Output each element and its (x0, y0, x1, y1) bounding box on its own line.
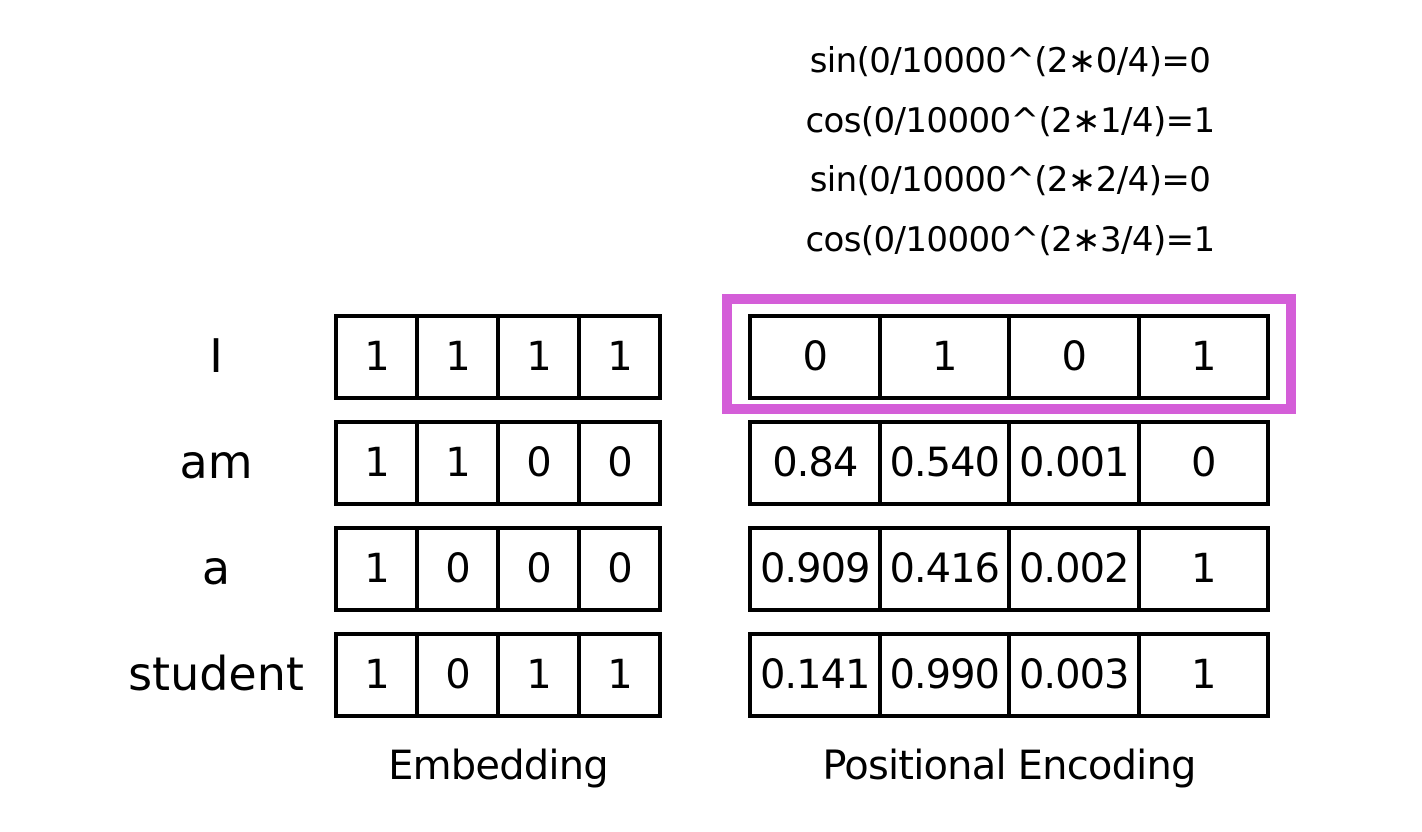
positional-encoding-vector: 0.141 0.990 0.003 1 (748, 632, 1270, 718)
positional-cell: 0.990 (882, 636, 1011, 714)
embedding-cell: 1 (500, 636, 581, 714)
positional-encoding-caption: Positional Encoding (822, 743, 1196, 789)
embedding-vector: 1 0 1 1 (334, 632, 662, 718)
embedding-cell: 0 (419, 530, 500, 608)
positional-cell: 0.909 (752, 530, 882, 608)
positional-cell: 0.001 (1011, 424, 1141, 502)
positional-cell: 0.003 (1011, 636, 1141, 714)
embedding-vector: 1 1 0 0 (334, 420, 662, 506)
embedding-cell: 0 (500, 424, 581, 502)
embedding-cell: 0 (607, 440, 632, 486)
positional-cell: 0.002 (1011, 530, 1141, 608)
embedding-cell: 1 (338, 636, 419, 714)
embedding-cell: 1 (607, 652, 632, 698)
embedding-cell: 0 (607, 546, 632, 592)
positional-cell: 0.141 (752, 636, 882, 714)
embedding-cell: 1 (607, 334, 632, 380)
formula-cos-dim1: cos(0/10000^(2∗1/4)=1 (805, 101, 1215, 141)
positional-cell: 0.540 (882, 424, 1011, 502)
embedding-vector: 1 0 0 0 (334, 526, 662, 612)
positional-cell: 1 (1191, 546, 1216, 592)
embedding-cell: 0 (419, 636, 500, 714)
formula-sin-dim2: sin(0/10000^(2∗2/4)=0 (809, 160, 1211, 200)
embedding-cell: 1 (419, 318, 500, 396)
positional-encoding-vector: 0.909 0.416 0.002 1 (748, 526, 1270, 612)
embedding-cell: 1 (500, 318, 581, 396)
positional-cell: 1 (1191, 652, 1216, 698)
positional-cell: 0 (1011, 318, 1141, 396)
embedding-cell: 1 (338, 424, 419, 502)
positional-cell: 1 (882, 318, 1011, 396)
embedding-cell: 1 (338, 530, 419, 608)
embedding-caption: Embedding (388, 743, 608, 789)
positional-encoding-vector: 0.84 0.540 0.001 0 (748, 420, 1270, 506)
word-label: student (128, 647, 304, 701)
word-label: I (209, 329, 223, 383)
positional-encoding-vector: 0 1 0 1 (748, 314, 1270, 400)
embedding-vector: 1 1 1 1 (334, 314, 662, 400)
highlight-frame (722, 294, 1296, 414)
embedding-cell: 1 (338, 318, 419, 396)
positional-cell: 0.416 (882, 530, 1011, 608)
embedding-cell: 0 (500, 530, 581, 608)
word-label: am (179, 435, 253, 489)
positional-cell: 0 (752, 318, 882, 396)
word-label: a (201, 541, 231, 595)
positional-cell: 1 (1191, 334, 1216, 380)
embedding-cell: 1 (419, 424, 500, 502)
positional-cell: 0 (1191, 440, 1216, 486)
positional-cell: 0.84 (752, 424, 882, 502)
formula-cos-dim3: cos(0/10000^(2∗3/4)=1 (805, 220, 1215, 260)
formula-sin-dim0: sin(0/10000^(2∗0/4)=0 (809, 41, 1211, 81)
